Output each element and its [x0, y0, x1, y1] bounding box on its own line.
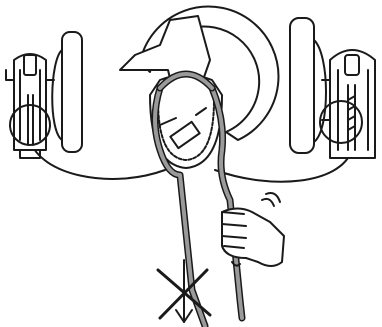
belay-device-icon — [120, 7, 278, 168]
left-carabiner-icon — [6, 32, 82, 158]
right-carabiner-icon — [290, 18, 375, 158]
